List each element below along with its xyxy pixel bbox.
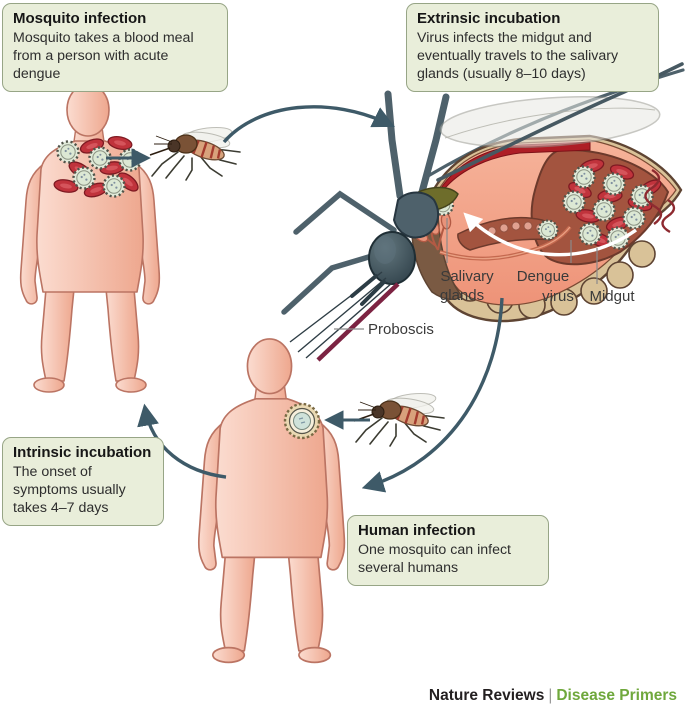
- infected-human-figure: [19, 83, 161, 393]
- inoculated-virus-icon: [283, 402, 321, 440]
- series-name: Disease Primers: [556, 687, 677, 704]
- proboscis-label: Proboscis: [368, 321, 434, 338]
- small-mosquito-icon: [148, 123, 242, 182]
- arrow-human-to-intrinsic: [137, 403, 227, 479]
- callout-body: Mosquito takes a blood meal from a perso…: [13, 29, 194, 82]
- proboscis: [289, 271, 400, 362]
- callout-extrinsic-incubation: Extrinsic incubation Virus infects the m…: [406, 3, 659, 92]
- mosquito-leg: [293, 190, 397, 235]
- large-mosquito-illustration: [281, 62, 685, 362]
- mosquito-thorax: [392, 191, 440, 239]
- callout-body: Virus infects the midgut and eventually …: [417, 29, 619, 82]
- midgut-label: Midgut: [589, 288, 635, 305]
- salivary-glands-label: glands: [440, 287, 484, 304]
- head-highlight: [374, 236, 396, 264]
- mosquito-leg: [418, 93, 450, 196]
- salivary-glands-label: Salivary: [440, 268, 494, 285]
- dengue-virus-label: Dengue: [517, 268, 570, 285]
- footer-separator: |: [548, 687, 553, 704]
- mosquito-wing: [439, 96, 661, 148]
- dengue-virus-label: virus: [542, 288, 574, 305]
- callout-title: Mosquito infection: [13, 10, 147, 27]
- callout-human-infection: Human infection One mosquito can infect …: [347, 515, 549, 586]
- arrow-mosquito-to-human: [361, 297, 504, 493]
- journal-name: Nature Reviews: [428, 687, 545, 704]
- virus-particle-icon: [56, 140, 80, 164]
- newly-infected-human-figure: [197, 338, 346, 664]
- mosquito-leg: [384, 90, 404, 200]
- virus-particle-icon: [537, 219, 559, 241]
- virus-particle-icon: [102, 174, 126, 198]
- callout-mosquito-infection: Mosquito infection Mosquito takes a bloo…: [2, 3, 228, 92]
- callout-title: Extrinsic incubation: [417, 10, 561, 27]
- journal-footer: Nature Reviews|Disease Primers: [429, 687, 677, 705]
- callout-title: Human infection: [358, 522, 476, 539]
- hindgut-vessels: [644, 168, 676, 234]
- arrow-mosquito-to-extrinsic: [222, 105, 395, 144]
- mosquito-leg: [436, 62, 684, 182]
- callout-body: The onset of symptoms usually takes 4–7 …: [13, 463, 126, 516]
- wing-vein: [444, 107, 656, 139]
- callout-title: Intrinsic incubation: [13, 444, 152, 461]
- label-pointer-lines: [334, 218, 598, 330]
- virus-travel-arrow: [463, 212, 637, 257]
- virus-particle-icon: [72, 166, 96, 190]
- virus-particle-icon: [118, 148, 142, 172]
- callout-intrinsic-incubation: Intrinsic incubation The onset of sympto…: [2, 437, 164, 526]
- salivary-duct-highlight: [439, 226, 571, 260]
- callout-body: One mosquito can infect several humans: [358, 541, 511, 576]
